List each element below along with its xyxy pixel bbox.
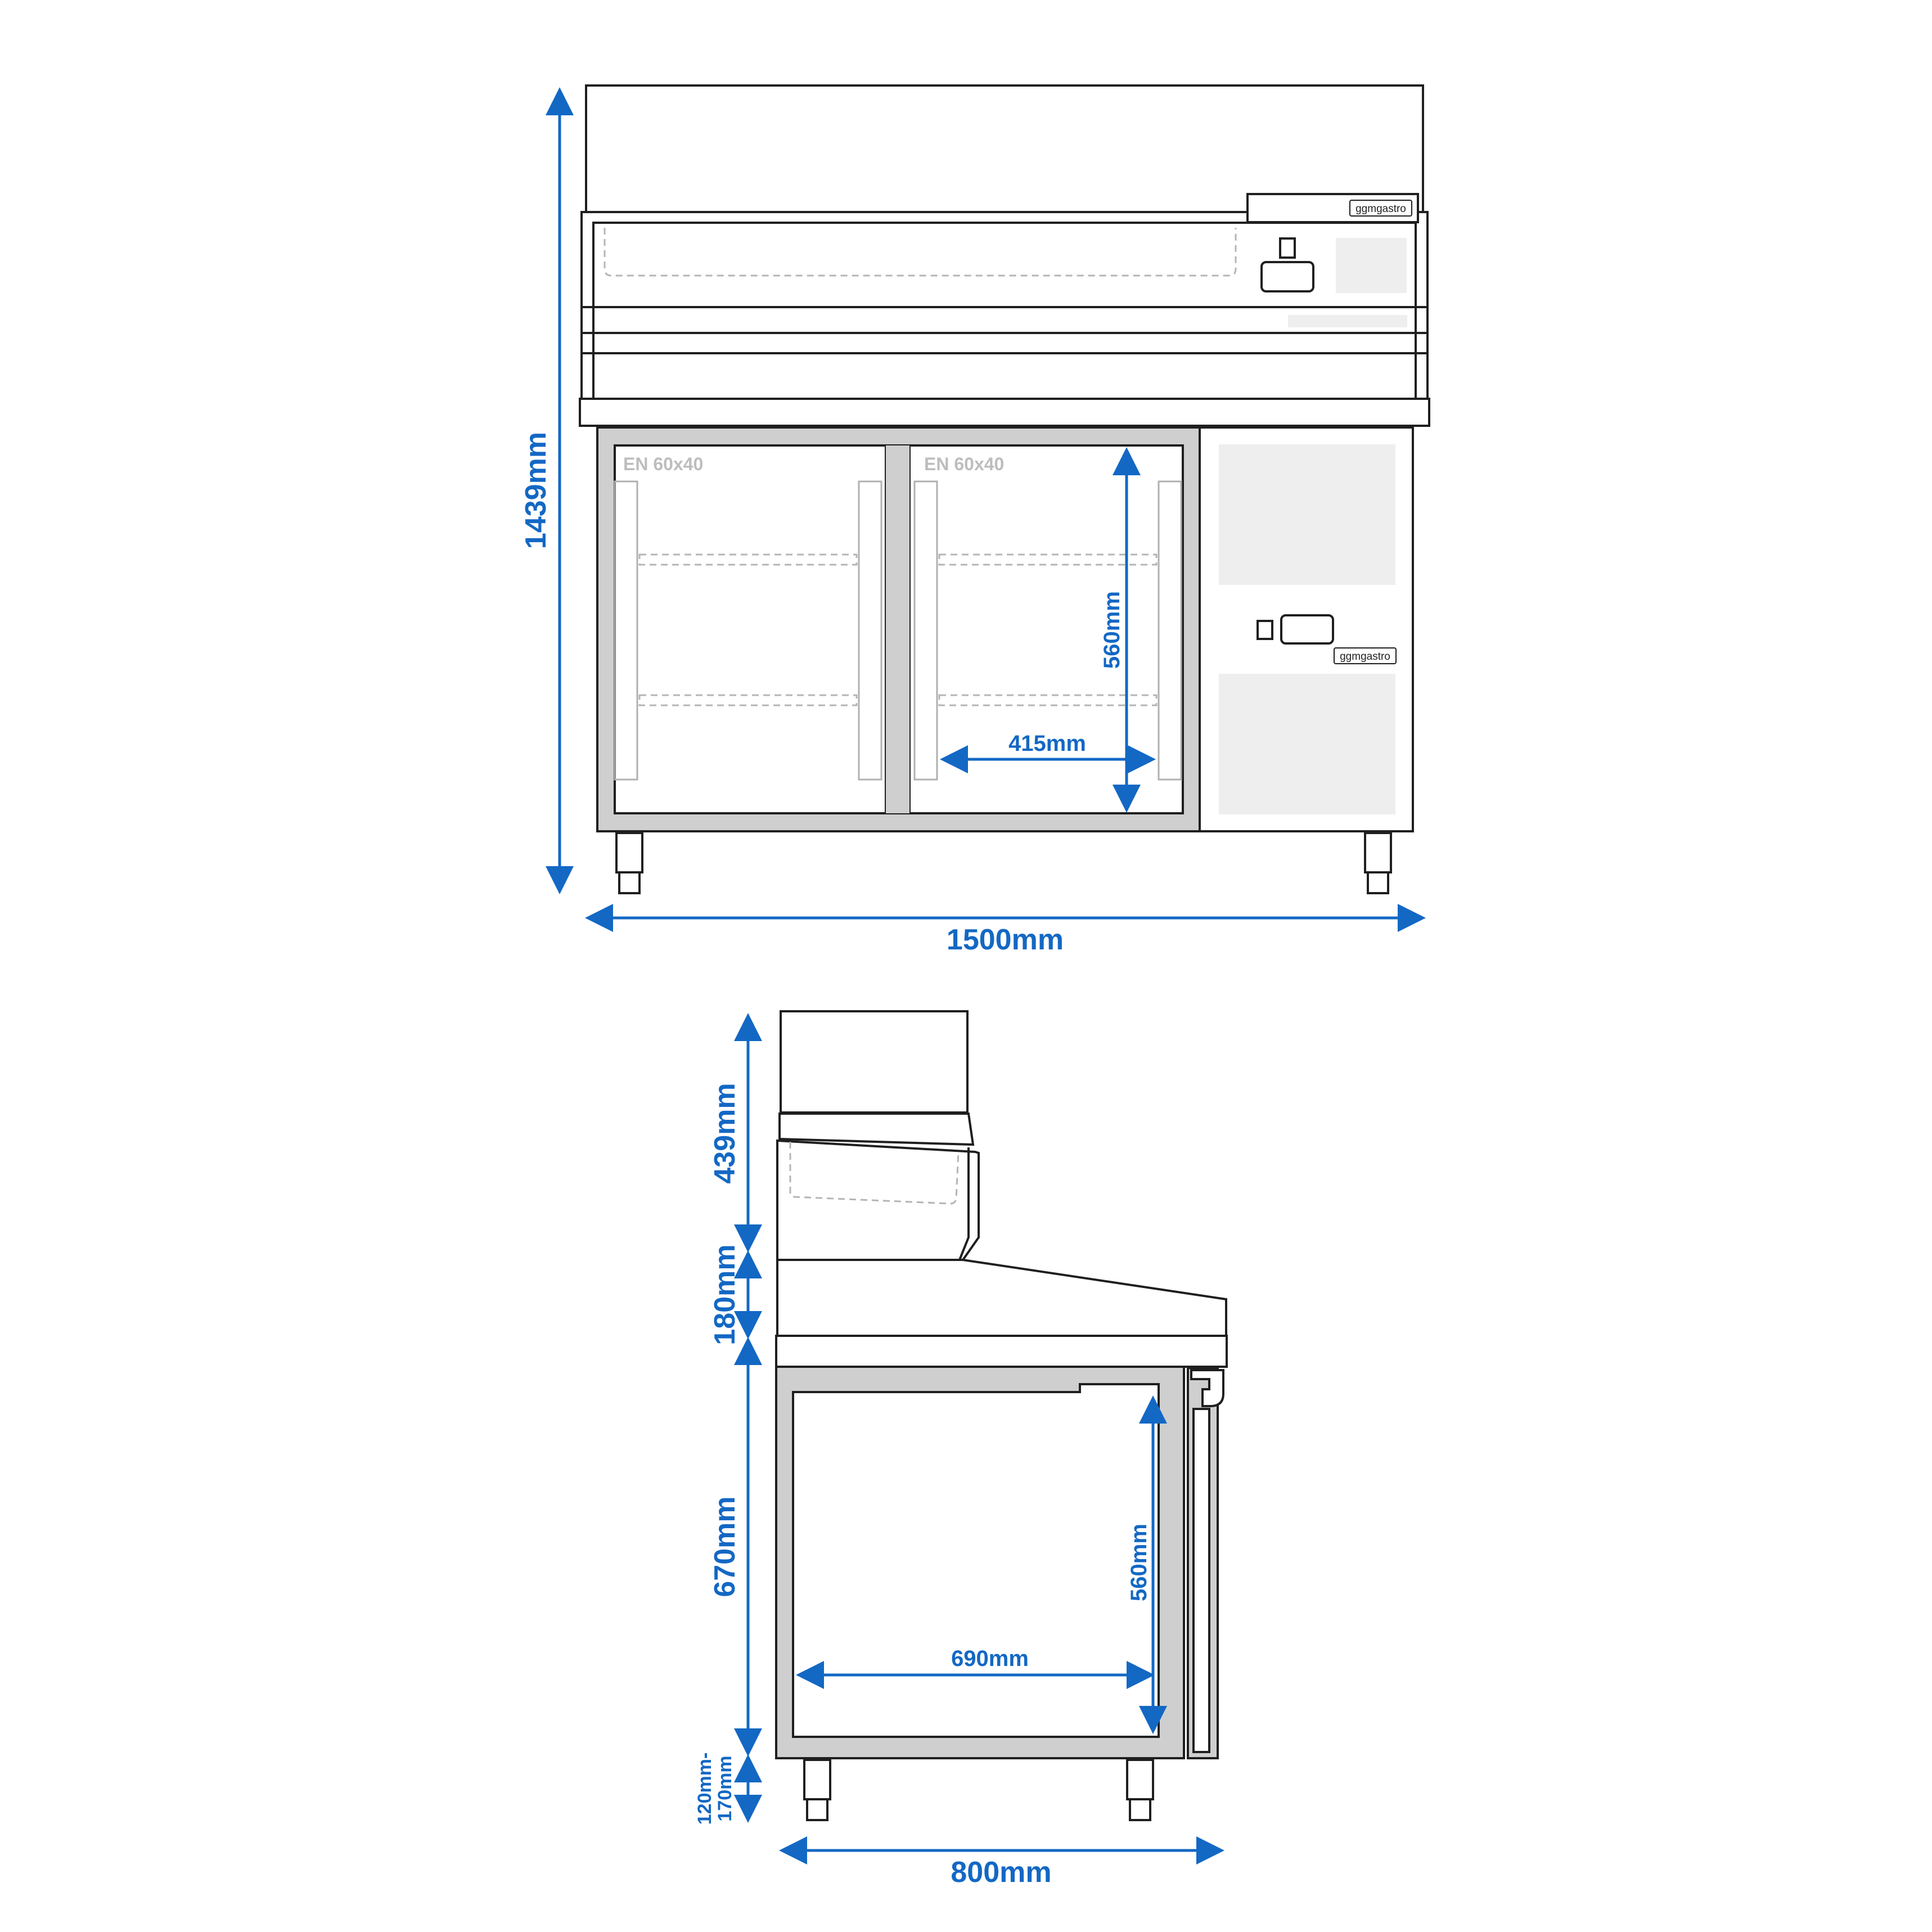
side-leg-front — [803, 1759, 831, 1800]
side-leg-height-label-2: 170mm — [714, 1755, 736, 1821]
front-brand-text-bottom: ggmgastro — [1340, 651, 1390, 663]
front-interior-height-label: 560mm — [1100, 591, 1124, 669]
side-cabinet-height-label: 670mm — [709, 1496, 741, 1597]
side-topping-back-edge — [958, 1147, 970, 1260]
front-brand-badge-bottom — [1334, 647, 1397, 664]
front-slide-l2 — [858, 480, 882, 781]
front-leg-left-foot — [618, 871, 641, 894]
front-interior-width-label: 415mm — [1008, 731, 1086, 756]
side-topping-dashed-tray — [789, 1142, 960, 1205]
side-leg-height-label-1: 120mm- — [694, 1753, 715, 1825]
front-width-dimension-label: 1500mm — [947, 924, 1064, 956]
front-brand-text-top: ggmgastro — [1355, 203, 1406, 215]
side-interior-depth-label: 690mm — [951, 1646, 1029, 1671]
front-compressor-vent-top — [1219, 444, 1395, 585]
side-topping-height-label: 180mm — [709, 1244, 741, 1345]
front-leg-left — [615, 832, 643, 873]
front-compressor-vent-bottom — [1219, 674, 1395, 814]
front-topping-thermostat-display — [1260, 261, 1314, 292]
side-leg-back-foot — [1129, 1798, 1151, 1821]
front-brand-badge-top — [1349, 200, 1412, 217]
front-compressor-switch — [1257, 620, 1273, 640]
front-leg-right-foot — [1367, 871, 1389, 894]
side-glass-guard — [780, 1010, 969, 1114]
front-slide-r2 — [1158, 480, 1182, 781]
front-topping-dashed-tray — [604, 228, 1237, 277]
front-topping-switch — [1279, 237, 1296, 259]
front-height-dimension-label: 1439mm — [520, 432, 552, 549]
front-topping-vent-strip — [1288, 315, 1407, 327]
side-depth-dimension-label: 800mm — [951, 1856, 1051, 1889]
front-worktop — [579, 398, 1430, 427]
front-slide-r1 — [913, 480, 938, 781]
side-interior-height-label: 560mm — [1127, 1524, 1151, 1601]
front-compressor-display — [1280, 614, 1334, 645]
front-topping-unit — [580, 211, 1429, 400]
side-worktop — [775, 1335, 1228, 1368]
front-view: ggmgastro EN 60x40 EN 60x40 ggmgastro — [520, 84, 1430, 956]
front-leg-right — [1364, 832, 1392, 873]
front-tray-label-left: EN 60x40 — [623, 454, 703, 474]
front-tray-label-right: EN 60x40 — [924, 454, 1004, 474]
side-cabinet-interior — [792, 1383, 1160, 1738]
side-view: 439mm 180mm 670mm 120mm- 170mm 560mm 690… — [694, 1010, 1228, 1889]
side-topping-lid — [778, 1113, 975, 1146]
side-leg-front-foot — [806, 1798, 828, 1821]
side-leg-back — [1126, 1759, 1154, 1800]
side-door-handle — [1190, 1369, 1224, 1407]
side-door-inner — [1192, 1408, 1210, 1753]
front-topping-vent-panel — [1336, 238, 1407, 293]
side-worktop-slope — [776, 1259, 1227, 1337]
side-glass-height-label: 439mm — [709, 1083, 741, 1183]
front-slide-l1 — [614, 480, 638, 781]
